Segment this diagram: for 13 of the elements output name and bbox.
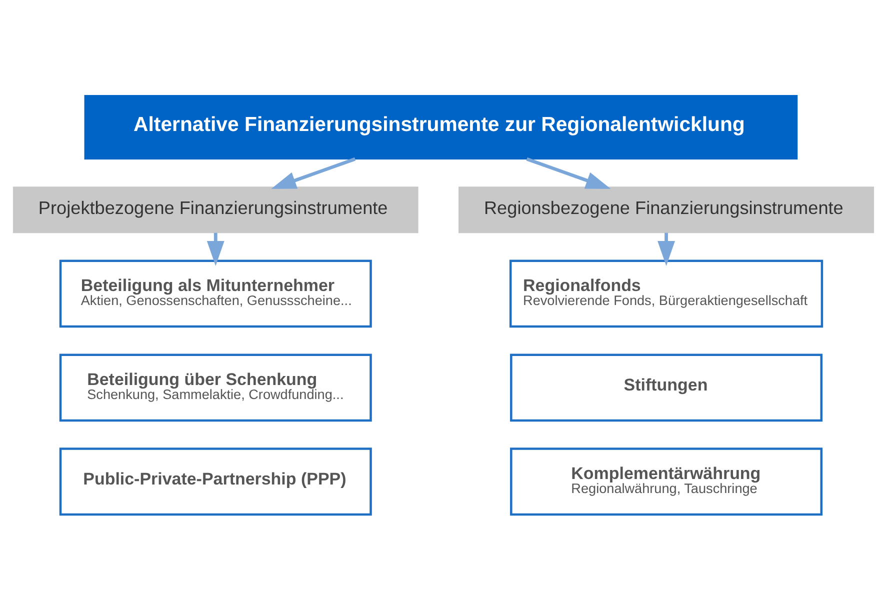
- node-box: Projektbezogene Finanzierungsinstrumente: [12, 186, 418, 234]
- node-box: Beteiligung als Mitunternehmer Aktien, Genossenschaften, Genussscheine...: [59, 260, 372, 328]
- node-box: Beteiligung über Schenkung Schenkung, Sammelaktie, Crowdfunding...: [59, 354, 372, 422]
- node-box: Public-Private-Partnership (PPP): [59, 448, 372, 516]
- arrow: [658, 232, 675, 266]
- arrow: [526, 157, 611, 189]
- arrow: [206, 232, 224, 266]
- node-box: Regionsbezogene Finanzierungsinstrumente: [458, 186, 874, 234]
- node-box: Alternative Finanzierungsinstrumente zur Regionalentwicklung: [84, 94, 798, 160]
- arrow: [271, 157, 356, 189]
- node-box: Stiftungen: [510, 354, 823, 422]
- node-box: Regionalfonds Revolvierende Fonds, Bürgeraktiengesellschaft: [509, 260, 824, 328]
- node-box: Komplementärwährung Regionalwährung, Tauschringe: [510, 448, 823, 516]
